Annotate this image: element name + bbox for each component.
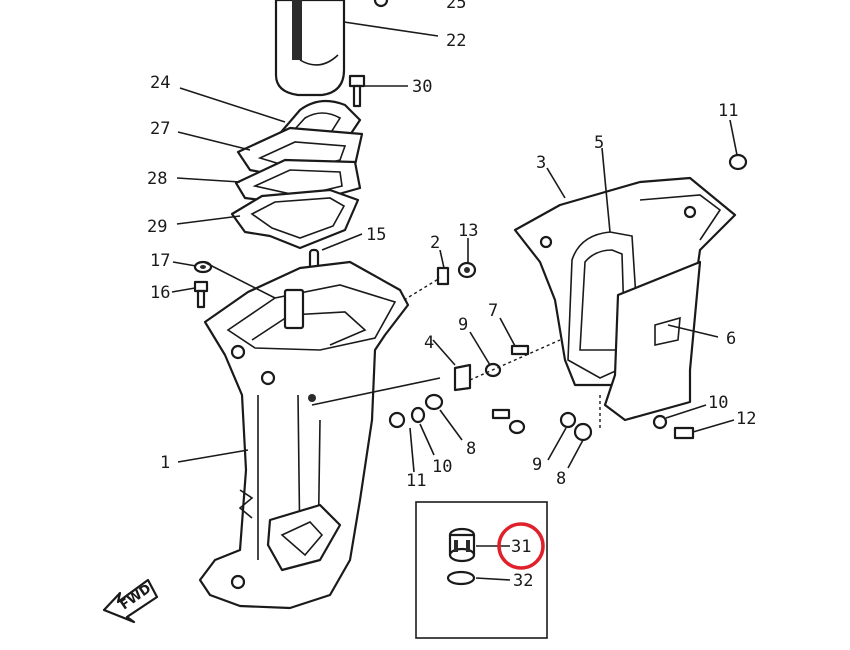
part-22-shaft <box>274 0 346 97</box>
leader-lines <box>171 21 738 473</box>
label-11-lower: 11 <box>406 471 426 491</box>
part-10b-washer <box>652 414 668 430</box>
alignment-line <box>469 339 561 381</box>
inset-box <box>415 501 548 639</box>
label-3: 3 <box>536 153 546 173</box>
part-32-circlip <box>446 570 476 586</box>
label-10-right: 10 <box>708 393 728 413</box>
label-7: 7 <box>488 301 498 321</box>
part-11-nut <box>388 411 406 429</box>
label-6: 6 <box>726 329 736 349</box>
part-6-cover-plate <box>603 260 702 422</box>
part-30-bolt <box>348 74 366 108</box>
part-25-bolt <box>373 0 389 8</box>
label-30: 30 <box>412 77 432 97</box>
label-8-right: 8 <box>556 469 566 489</box>
part-bolt-center <box>491 408 526 435</box>
part-4-bracket <box>453 363 472 392</box>
label-5: 5 <box>594 133 604 153</box>
part-2-bolt <box>436 266 450 286</box>
label-31: 31 <box>511 537 531 557</box>
part-8-grommet <box>424 393 444 411</box>
part-8b-grommet <box>573 422 593 442</box>
part-31-bushing <box>448 527 476 563</box>
part-16-bolt <box>193 280 209 309</box>
label-24: 24 <box>150 73 170 93</box>
part-13-nut <box>457 261 477 279</box>
label-4: 4 <box>424 333 434 353</box>
label-8-left: 8 <box>466 439 476 459</box>
part-1-upper-casing <box>198 260 410 610</box>
part-7-screw <box>510 344 530 356</box>
fwd-arrow: FWD <box>102 578 159 624</box>
label-15: 15 <box>366 225 386 245</box>
label-25: 25 <box>446 0 466 13</box>
label-2: 2 <box>430 233 440 253</box>
label-12: 12 <box>736 409 756 429</box>
label-22: 22 <box>446 31 466 51</box>
label-17: 17 <box>150 251 170 271</box>
part-17-washer <box>193 260 213 274</box>
label-9-upper: 9 <box>458 315 468 335</box>
alignment-line <box>403 277 441 301</box>
part-11b-nut <box>728 153 748 171</box>
highlight-circle-31 <box>497 522 545 570</box>
label-16: 16 <box>150 283 170 303</box>
label-9-lower: 9 <box>532 455 542 475</box>
part-5-cover-inner <box>639 194 722 241</box>
label-32: 32 <box>513 571 533 591</box>
label-27: 27 <box>150 119 170 139</box>
label-13: 13 <box>458 221 478 241</box>
label-1: 1 <box>160 453 170 473</box>
part-9b-collar <box>559 411 577 429</box>
label-10-lower: 10 <box>432 457 452 477</box>
part-29-gasket <box>230 188 360 250</box>
part-labels: 25 22 30 24 27 28 29 15 17 16 1 2 13 3 5… <box>147 0 756 591</box>
label-28: 28 <box>147 169 167 189</box>
part-10-washer <box>410 406 426 424</box>
label-29: 29 <box>147 217 167 237</box>
part-12-bolt <box>673 426 695 440</box>
label-11-top: 11 <box>718 101 738 121</box>
